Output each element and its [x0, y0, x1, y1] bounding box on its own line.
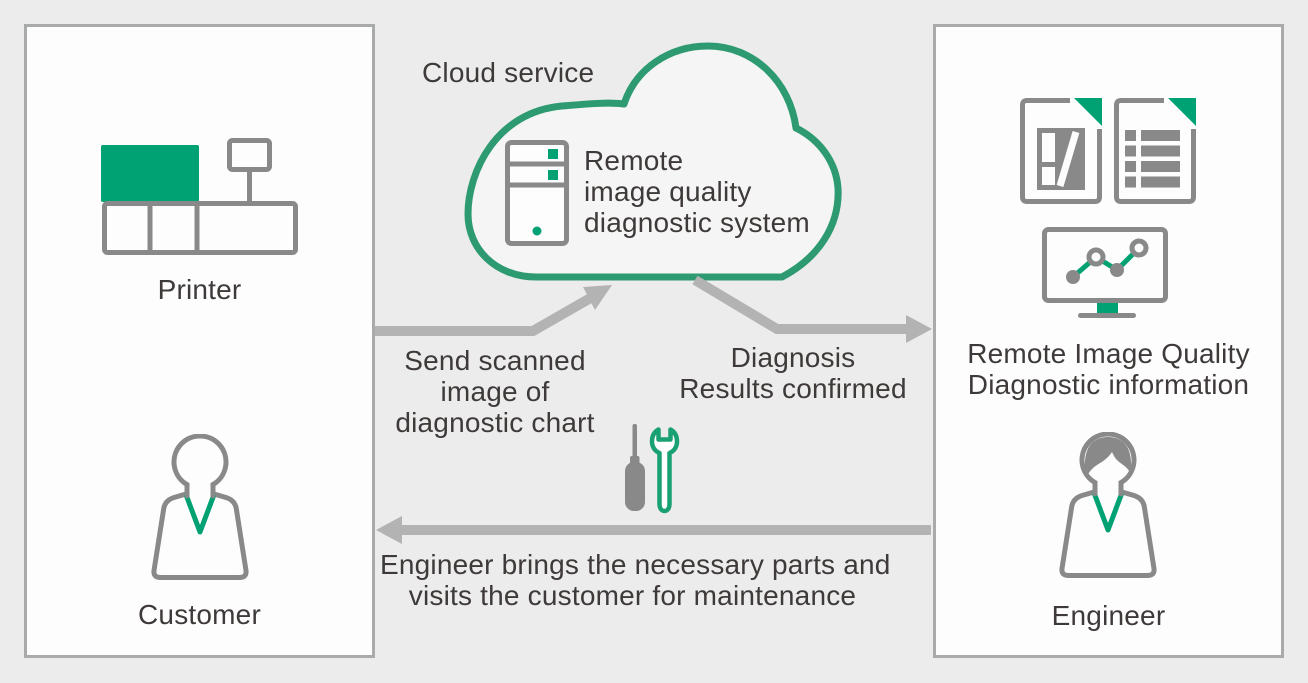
arrow-diagnosis	[692, 275, 912, 334]
diagnostic-info-text: Remote Image Quality Diagnostic informat…	[967, 338, 1250, 400]
server-icon	[505, 140, 569, 246]
printer-icon	[101, 138, 298, 255]
engineer-label: Engineer	[1051, 600, 1166, 631]
visit-flow-text: Engineer brings the necessary parts and …	[380, 549, 891, 611]
folded-corner	[1074, 98, 1102, 126]
screwdriver-and-wrench-icon	[625, 424, 680, 514]
chart-monitor-icon	[1042, 227, 1168, 318]
list-rows	[1125, 130, 1180, 188]
send-flow-text: Send scanned image of diagnostic chart	[395, 345, 595, 438]
arrowhead-visit	[376, 516, 402, 544]
person-head	[171, 434, 229, 499]
folded-corner	[1168, 98, 1196, 126]
collar-v	[1092, 491, 1124, 533]
person-body	[1059, 489, 1157, 578]
diagnostic-report-icons	[1020, 98, 1196, 204]
diagnosis-flow-text: Diagnosis Results confirmed	[679, 342, 907, 404]
arrowhead-send	[583, 285, 612, 310]
arrow-send	[375, 291, 597, 336]
wrench	[649, 427, 680, 514]
customer-label: Customer	[138, 599, 261, 630]
collar-v	[184, 493, 216, 535]
cloud-system-text: Remote image quality diagnostic system	[584, 145, 810, 238]
hair	[1084, 437, 1132, 478]
cloud-service-label: Cloud service	[422, 57, 595, 88]
person-with-hair-icon	[1059, 432, 1157, 578]
printer-label: Printer	[157, 274, 242, 305]
arrowhead-diagnosis	[906, 315, 932, 343]
person-body	[151, 491, 249, 580]
screwdriver	[625, 424, 645, 511]
person-icon	[151, 434, 249, 580]
